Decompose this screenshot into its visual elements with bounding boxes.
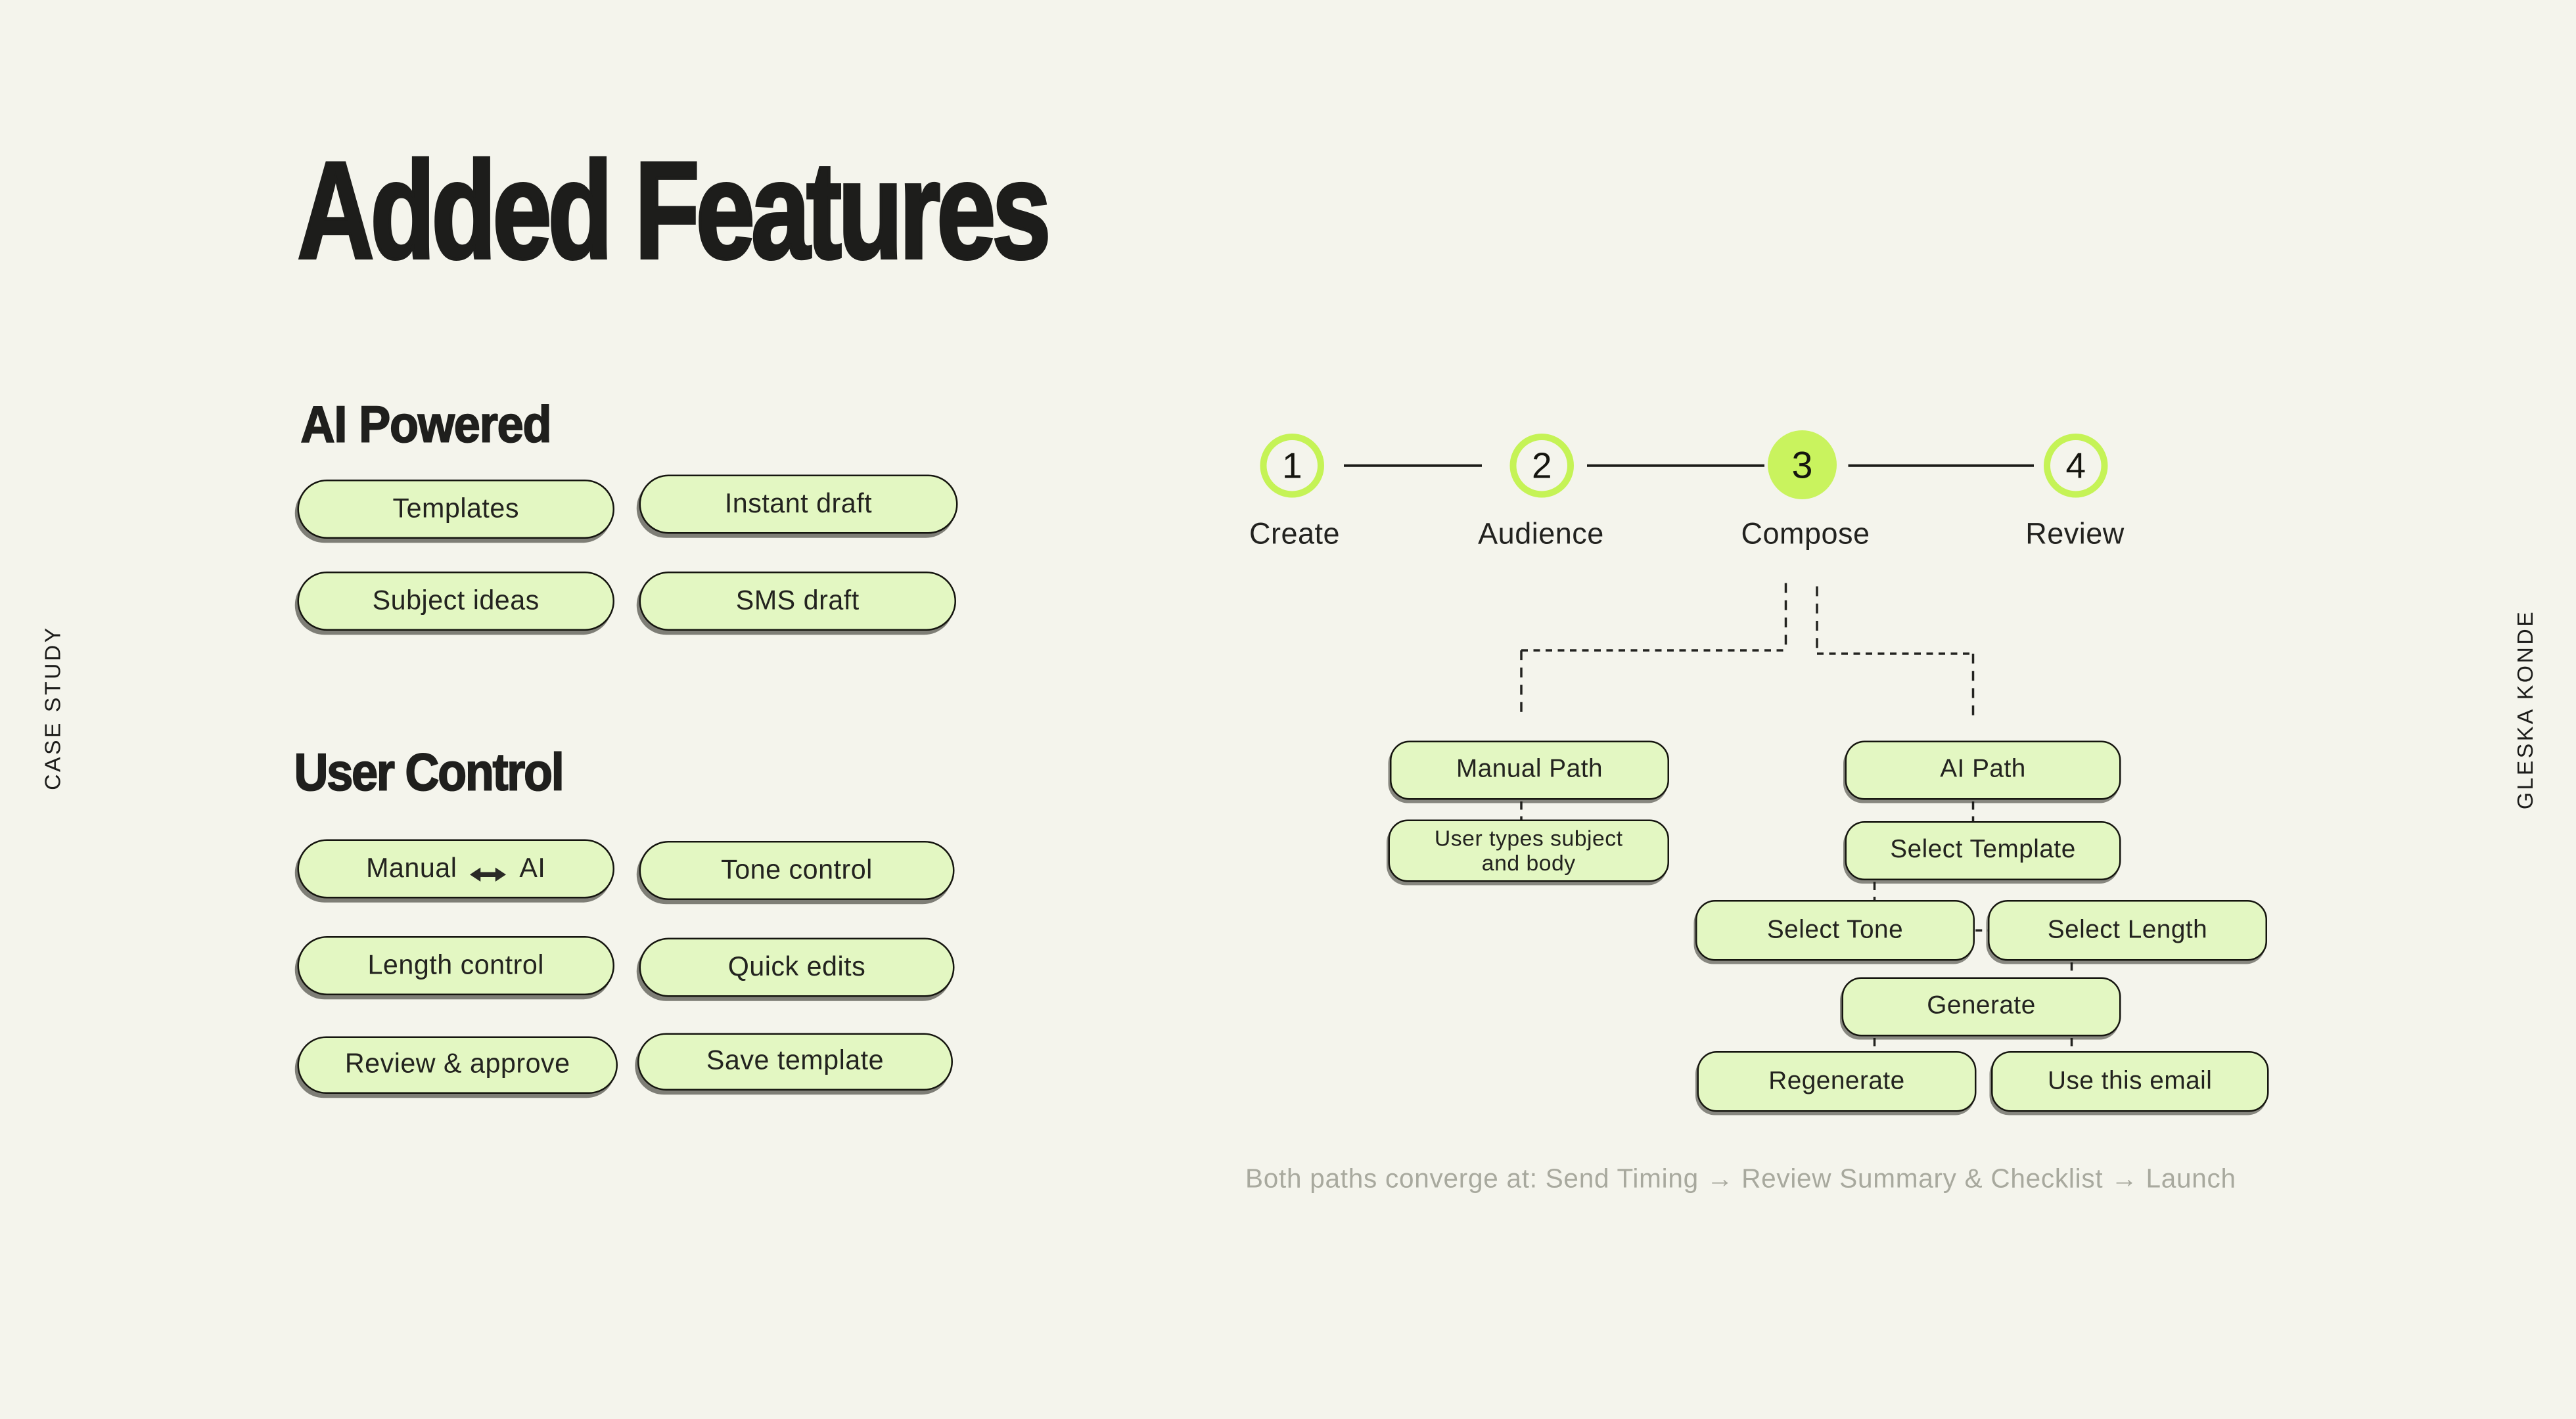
step-circle-4: 4 <box>2044 434 2108 498</box>
pill-label: Length control <box>367 950 544 980</box>
author-rail-label: GLESKA KONDE <box>2512 609 2538 810</box>
flow-box-generate: Generate <box>1841 977 2121 1037</box>
feature-pill-tone-control: Tone control <box>639 841 955 900</box>
pill-label: Templates <box>392 493 519 524</box>
flow-box-select-template: Select Template <box>1845 821 2121 880</box>
step-circle-3-active: 3 <box>1768 430 1837 499</box>
flow-box-label: Select Template <box>1890 836 2076 865</box>
feature-pill-subject-ideas: Subject ideas <box>297 572 614 631</box>
flow-box-label: Regenerate <box>1768 1066 1905 1095</box>
step-label-audience: Audience <box>1478 517 1604 551</box>
flow-box-select-tone: Select Tone <box>1695 900 1975 961</box>
flow-box-regenerate: Regenerate <box>1697 1051 1977 1112</box>
flow-box-label: Select Tone <box>1766 915 1904 944</box>
feature-pill-templates: Templates <box>297 480 614 539</box>
step-number: 3 <box>1791 442 1813 485</box>
bidirectional-arrow-icon <box>470 860 507 881</box>
pill-label: Review & approve <box>344 1049 570 1079</box>
flow-box-label: Select Length <box>2047 915 2208 944</box>
feature-pill-sms-draft: SMS draft <box>639 572 956 631</box>
flow-box-label: AI Path <box>1940 755 2026 784</box>
pill-label: Instant draft <box>724 488 873 518</box>
flow-box-use-this-email: Use this email <box>1991 1051 2269 1112</box>
step-label-review: Review <box>2025 517 2125 551</box>
step-number: 1 <box>1281 444 1302 485</box>
feature-pill-save-template: Save template <box>637 1033 953 1091</box>
pill-label: Save template <box>706 1046 885 1076</box>
flow-box-user-types-subject-body: User types subject and body <box>1388 819 1669 882</box>
step-number: 2 <box>1531 444 1552 485</box>
feature-pill-manual-ai-toggle: Manual AI <box>297 839 614 899</box>
step-number: 4 <box>2065 444 2086 485</box>
feature-pill-length-control: Length control <box>297 936 614 995</box>
flow-box-label-line1: User types subject <box>1434 826 1623 851</box>
flow-box-ai-path: AI Path <box>1845 740 2121 800</box>
step-circle-2: 2 <box>1509 434 1574 498</box>
flow-box-label-line2: and body <box>1481 851 1576 876</box>
flow-box-manual-path: Manual Path <box>1390 740 1669 800</box>
feature-pill-instant-draft: Instant draft <box>639 474 958 534</box>
section-heading-ai-powered: AI Powered <box>300 395 553 455</box>
pill-label-manual: Manual <box>366 853 457 883</box>
convergence-caption: Both paths converge at: Send Timing → Re… <box>1245 1164 2236 1194</box>
feature-pill-quick-edits: Quick edits <box>639 937 955 997</box>
step-circle-1: 1 <box>1260 434 1324 498</box>
pill-label-ai: AI <box>519 853 546 883</box>
section-heading-user-control: User Control <box>294 742 565 802</box>
case-study-rail-label: CASE STUDY <box>40 625 65 790</box>
page-title: Added Features <box>296 133 1053 288</box>
pill-label: Quick edits <box>727 951 866 981</box>
flow-box-label: Generate <box>1927 992 2036 1020</box>
pill-label: Subject ideas <box>372 585 540 616</box>
flow-box-label: Use this email <box>2048 1066 2213 1095</box>
pill-label: Tone control <box>721 855 873 885</box>
flow-box-select-length: Select Length <box>1988 900 2267 961</box>
pill-label: SMS draft <box>735 585 860 616</box>
step-label-compose: Compose <box>1741 517 1870 551</box>
flow-box-label: Manual Path <box>1456 755 1603 784</box>
feature-pill-review-approve: Review & approve <box>297 1036 618 1094</box>
step-label-create: Create <box>1249 517 1341 551</box>
